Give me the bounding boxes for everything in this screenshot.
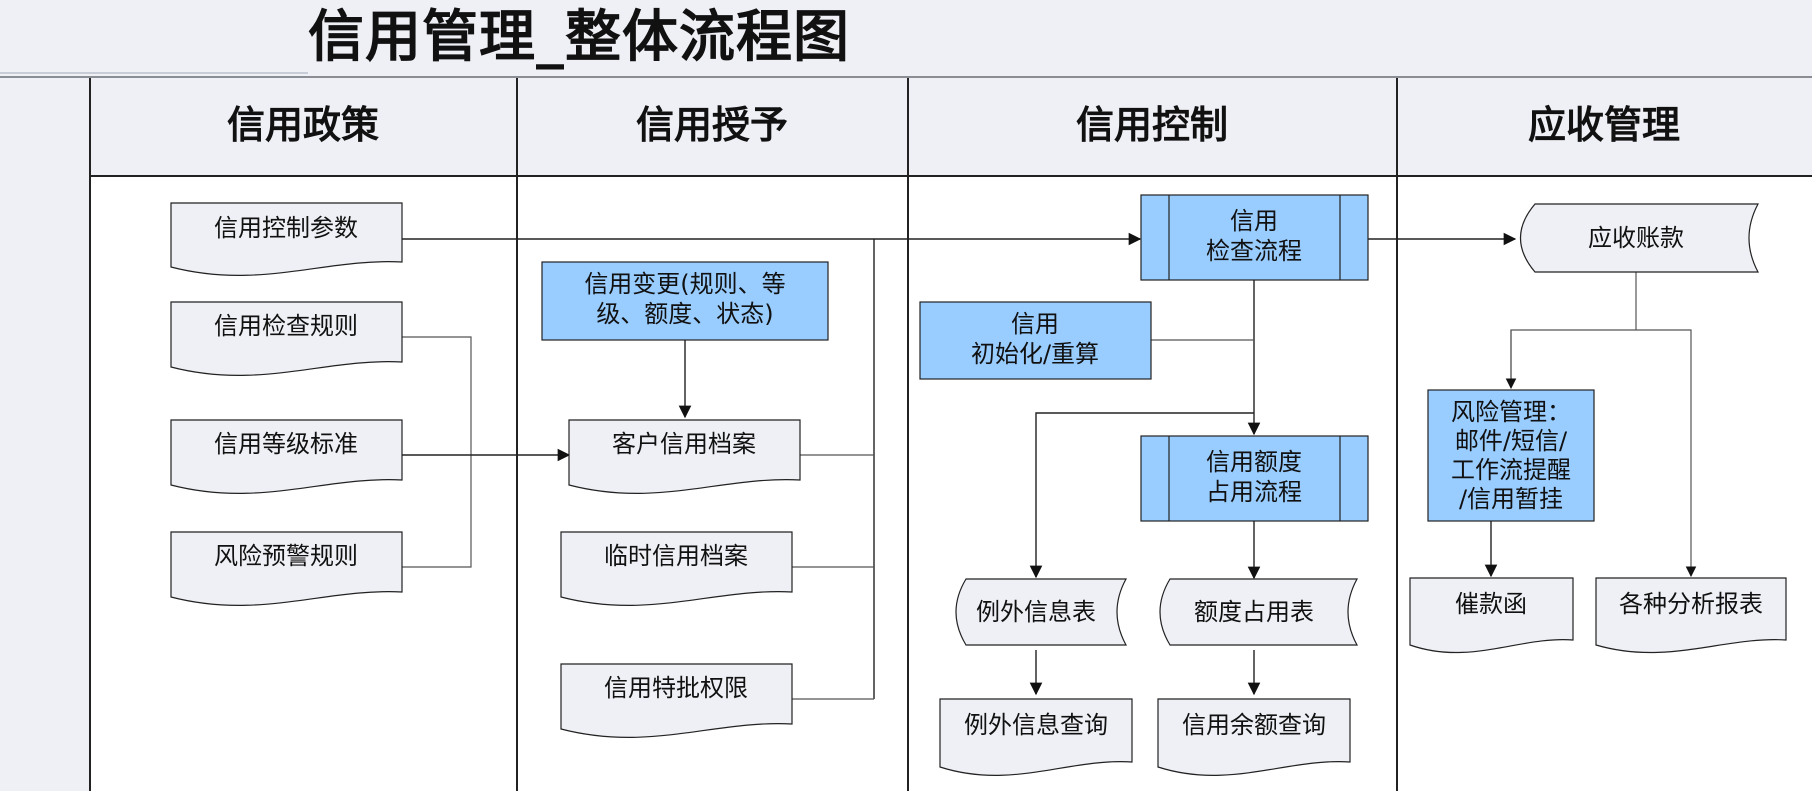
credit-quota-occupy-process: 信用额度 占用流程 (1140, 435, 1369, 522)
risk-management-line-2: 邮件/短信/ (1455, 427, 1568, 455)
credit-control-params-label: 信用控制参数 (214, 214, 358, 242)
page-title: 信用管理_整体流程图 (308, 5, 850, 70)
dunning-letter-doc: 催款函 (1409, 577, 1574, 654)
risk-management-line-4: /信用暂挂 (1459, 485, 1563, 513)
credit-change-line-1: 信用变更(规则、等 (584, 270, 785, 298)
lane-header-ar: 应收管理 (1528, 103, 1680, 147)
lane-header-policy: 信用政策 (227, 103, 379, 147)
risk-management-line-1: 风险管理： (1451, 398, 1571, 426)
title-accent-line (0, 72, 308, 74)
dunning-letter-label: 催款函 (1455, 590, 1527, 618)
temp-credit-file-doc: 临时信用档案 (560, 531, 793, 606)
title-divider (0, 76, 1812, 78)
lane-header-band (90, 78, 1812, 176)
title-bar: 信用管理_整体流程图 (0, 0, 1812, 78)
exception-info-table-storage: 例外信息表 (955, 578, 1128, 646)
credit-balance-query-label: 信用余额查询 (1182, 711, 1326, 739)
exception-info-query-doc: 例外信息查询 (939, 698, 1133, 776)
credit-grade-standard-doc: 信用等级标准 (170, 419, 403, 494)
credit-init-recalc-process: 信用 初始化/重算 (919, 301, 1152, 380)
quota-occupy-table-label: 额度占用表 (1194, 598, 1314, 626)
temp-credit-file-label: 临时信用档案 (604, 542, 748, 570)
accounts-receivable-storage: 应收账款 (1519, 203, 1759, 273)
risk-warning-rules-label: 风险预警规则 (214, 542, 358, 570)
exception-info-query-label: 例外信息查询 (964, 711, 1108, 739)
customer-credit-file-label: 客户信用档案 (612, 430, 756, 458)
accounts-receivable-label: 应收账款 (1588, 224, 1684, 252)
lane-header-control: 信用控制 (1076, 103, 1228, 147)
credit-change-process: 信用变更(规则、等 级、额度、状态) (541, 261, 829, 341)
credit-special-approval-label: 信用特批权限 (604, 674, 748, 702)
credit-control-params-doc: 信用控制参数 (170, 202, 403, 276)
credit-init-line-2: 初始化/重算 (971, 340, 1099, 368)
quota-process-line-2: 占用流程 (1206, 478, 1302, 506)
quota-occupy-table-storage: 额度占用表 (1159, 578, 1359, 646)
risk-management-line-3: 工作流提醒 (1451, 456, 1571, 484)
credit-check-process-line-1: 信用 (1230, 207, 1278, 235)
credit-check-process: 信用 检查流程 (1140, 194, 1369, 281)
exception-info-table-label: 例外信息表 (976, 598, 1096, 626)
risk-warning-rules-doc: 风险预警规则 (170, 531, 403, 606)
credit-special-approval-doc: 信用特批权限 (560, 663, 793, 738)
quota-process-line-1: 信用额度 (1206, 448, 1302, 476)
credit-grade-standard-label: 信用等级标准 (214, 430, 358, 458)
analysis-reports-label: 各种分析报表 (1619, 590, 1763, 618)
lane-header-grant: 信用授予 (636, 103, 788, 147)
analysis-reports-doc: 各种分析报表 (1595, 577, 1787, 654)
credit-change-line-2: 级、额度、状态) (596, 300, 773, 328)
credit-check-rules-doc: 信用检查规则 (170, 301, 403, 376)
credit-check-rules-label: 信用检查规则 (214, 312, 358, 340)
customer-credit-file-doc: 客户信用档案 (568, 419, 801, 494)
credit-check-process-line-2: 检查流程 (1206, 237, 1302, 265)
credit-init-line-1: 信用 (1011, 310, 1059, 338)
connectors (402, 232, 1697, 700)
credit-balance-query-doc: 信用余额查询 (1157, 698, 1351, 776)
risk-management-process: 风险管理： 邮件/短信/ 工作流提醒 /信用暂挂 (1427, 389, 1595, 522)
